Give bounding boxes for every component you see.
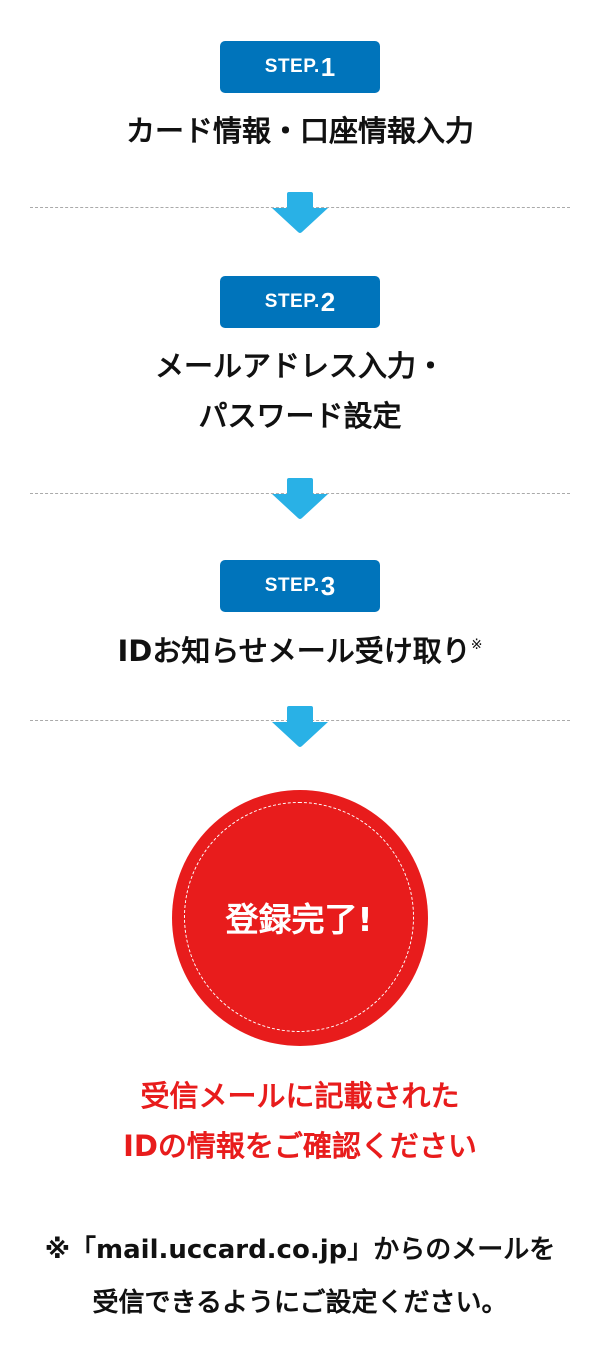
step-2-badge: STEP.2 xyxy=(220,276,380,328)
step-1-badge: STEP.1 xyxy=(220,41,380,93)
note-line-2: 受信できるようにご設定ください。 xyxy=(92,1288,508,1318)
step-1-title: カード情報・口座情報入力 xyxy=(125,114,474,148)
step-2-title-line-2: パスワード設定 xyxy=(198,399,402,433)
footnote-mark: ※ xyxy=(470,637,483,653)
step-2-title-line-1: メールアドレス入力・ xyxy=(154,349,445,383)
complete-label: 登録完了! xyxy=(184,802,414,1032)
step-number: 1 xyxy=(320,51,336,82)
arrow-down-icon xyxy=(272,706,328,747)
message-line-1: 受信メールに記載された xyxy=(140,1079,460,1113)
message-line-2: IDの情報をご確認ください xyxy=(123,1129,477,1163)
step-label: STEP. xyxy=(264,575,320,596)
note-line-1: ※「mail.uccard.co.jp」からのメールを xyxy=(44,1235,556,1265)
arrow-down-icon xyxy=(272,478,328,519)
step-number: 2 xyxy=(320,286,336,317)
step-3-title: IDお知らせメール受け取り※ xyxy=(0,626,600,676)
complete-badge: 登録完了! xyxy=(172,790,428,1046)
step-3-title-text: IDお知らせメール受け取り xyxy=(117,634,471,668)
step-label: STEP. xyxy=(264,291,320,312)
step-number: 3 xyxy=(320,570,336,601)
step-3-badge: STEP.3 xyxy=(220,560,380,612)
step-label: STEP. xyxy=(264,56,320,77)
arrow-down-icon xyxy=(272,192,328,233)
